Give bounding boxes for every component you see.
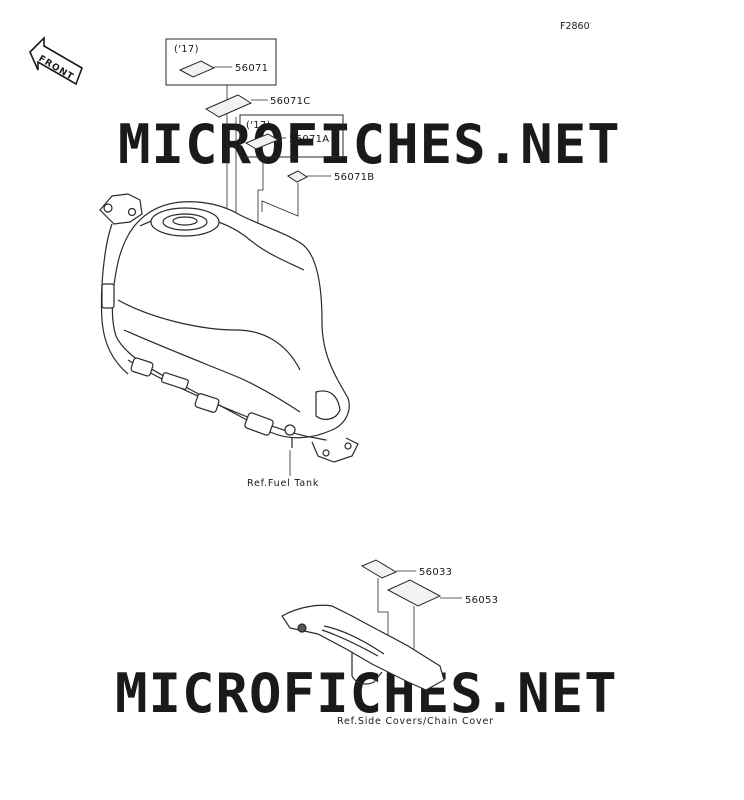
label-decal-56033: [360, 559, 398, 579]
part-number-56071A: 56071A: [289, 134, 329, 145]
part-56071B-group: 56071B: [261, 170, 374, 217]
label-decal-56071A: [244, 133, 280, 150]
ref-side-covers-chain-cover: Ref.Side Covers/Chain Cover: [337, 716, 494, 727]
year-box-56071A: [239, 114, 344, 158]
part-number-56071: 56071: [235, 63, 268, 74]
label-decal-56071B: [287, 170, 308, 183]
chain-cover-illustration: [281, 604, 445, 691]
label-decal-56053: [386, 579, 442, 607]
part-number-56033: 56033: [419, 567, 452, 578]
label-decal-56071: [178, 60, 216, 78]
ref-fuel-tank: Ref.Fuel Tank: [247, 478, 319, 489]
watermark-bottom: MICROFICHES.NET: [115, 662, 618, 725]
year-label-56071A: ('17): [246, 120, 271, 131]
watermark-top: MICROFICHES.NET: [118, 113, 621, 176]
year-box-56071: [165, 38, 277, 86]
front-arrow-icon: FRONT: [29, 36, 83, 86]
part-number-56071B: 56071B: [334, 172, 374, 183]
part-number-56053: 56053: [465, 595, 498, 606]
figure-code: F2860: [560, 21, 590, 32]
part-56033-group: 56033: [360, 559, 452, 654]
fuel-tank-illustration: [99, 193, 359, 463]
label-decal-56071C: [204, 94, 253, 118]
year-label-56071: ('17): [174, 44, 199, 55]
part-number-56071C: 56071C: [270, 96, 311, 107]
